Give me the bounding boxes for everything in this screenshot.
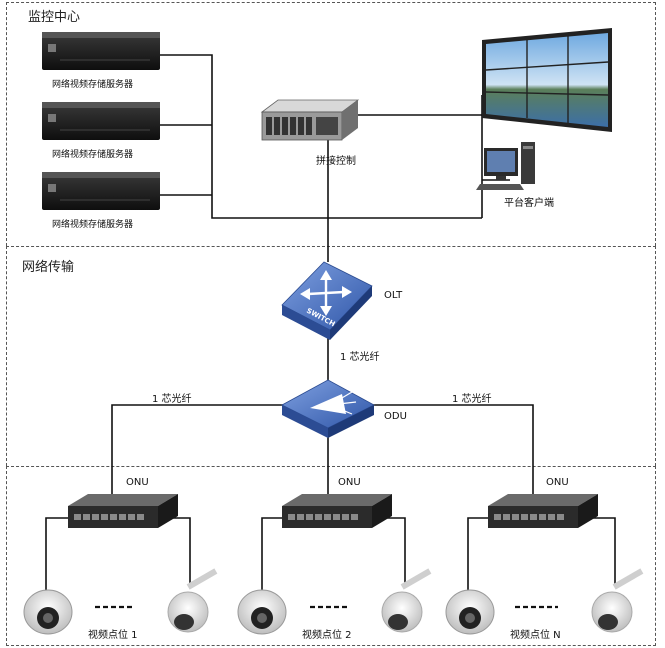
odu-splitter — [281, 379, 375, 438]
video-point-1-label: 视频点位 1 — [88, 630, 138, 641]
onu-switch-1 — [68, 494, 178, 528]
ptz-camera-1 — [167, 568, 218, 633]
olt-label: OLT — [384, 290, 403, 301]
onu-switch-2 — [282, 494, 392, 528]
onu-label-3: ONU — [546, 477, 569, 488]
video-point-2-label: 视频点位 2 — [302, 630, 352, 641]
onu-label-1: ONU — [126, 477, 149, 488]
onu-switch-3 — [488, 494, 598, 528]
nvr-server-2 — [42, 102, 160, 140]
ptz-camera-3 — [591, 568, 644, 633]
nvr-server-1 — [42, 32, 160, 70]
ptz-camera-2 — [381, 568, 432, 633]
dome-camera-2 — [237, 589, 287, 635]
splice-control-server — [260, 99, 360, 141]
fiber-label-center: 1 芯光纤 — [340, 352, 380, 363]
platform-client-label: 平台客户端 — [504, 198, 554, 209]
nvr-server-3 — [42, 172, 160, 210]
dome-camera-3 — [445, 589, 495, 635]
monitoring-center-title: 监控中心 — [28, 10, 81, 25]
nvr-label-3: 网络视频存储服务器 — [52, 220, 134, 230]
fiber-label-right: 1 芯光纤 — [452, 394, 492, 405]
odu-label: ODU — [384, 411, 407, 422]
platform-client-pc — [476, 142, 535, 190]
network-transport-title: 网络传输 — [22, 260, 75, 275]
onu-label-2: ONU — [338, 477, 361, 488]
splice-control-label: 拼接控制 — [316, 156, 356, 167]
olt-switch — [281, 261, 373, 340]
network-transport-section — [6, 246, 656, 466]
bottom-wires — [45, 517, 616, 590]
nvr-label-1: 网络视频存储服务器 — [52, 80, 134, 90]
dome-camera-1 — [23, 589, 73, 635]
video-point-n-label: 视频点位 N — [510, 630, 561, 641]
fiber-label-left: 1 芯光纤 — [152, 394, 192, 405]
video-points-section — [6, 466, 656, 646]
monitoring-center-section — [6, 2, 656, 246]
video-wall — [482, 28, 612, 132]
nvr-label-2: 网络视频存储服务器 — [52, 150, 134, 160]
